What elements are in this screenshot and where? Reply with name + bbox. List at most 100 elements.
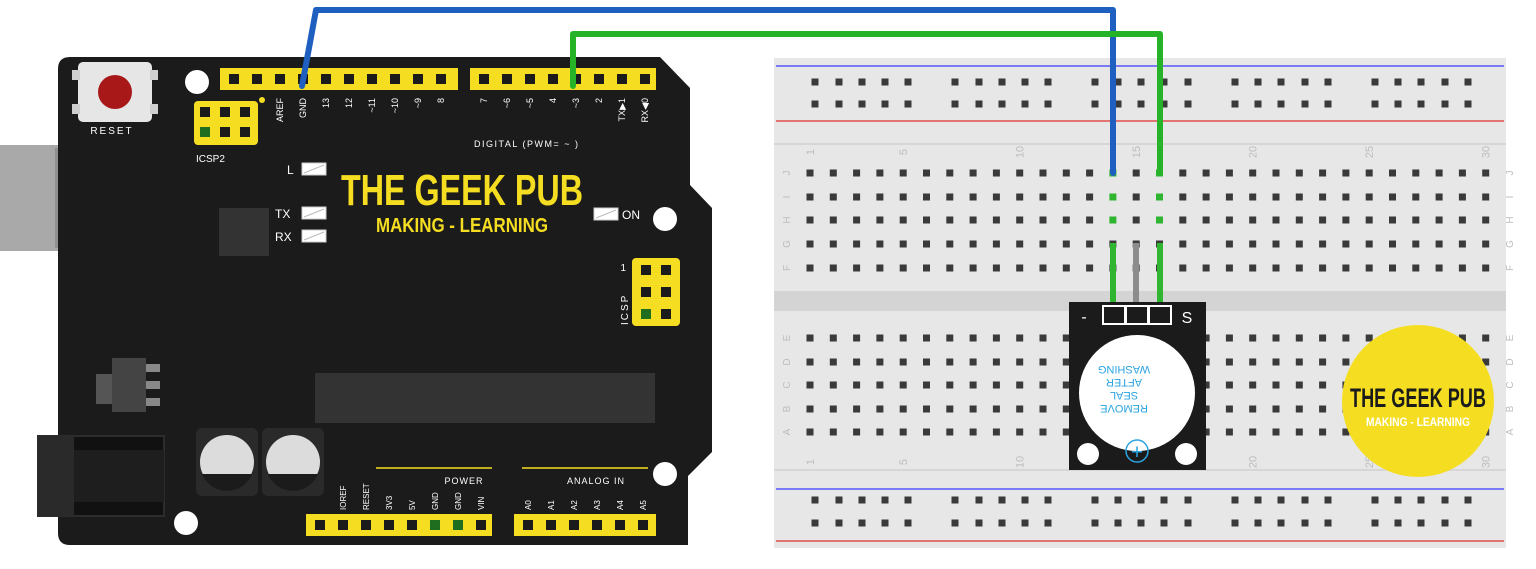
led-l-label: L [287, 163, 294, 177]
breadboard-hole [829, 193, 837, 201]
breadboard-hole [1225, 381, 1233, 389]
board-brand-title: THE GEEK PUB [341, 166, 583, 215]
breadboard-hole [806, 264, 814, 272]
row-letter: I [782, 196, 793, 199]
buzzer-header-pin [1127, 307, 1147, 323]
breadboard-hole [992, 428, 1000, 436]
breadboard-hole [1295, 405, 1303, 413]
breadboard-hole [881, 100, 889, 108]
power-pin-label: GND [454, 492, 463, 510]
breadboard-hole [969, 216, 977, 224]
breadboard-hole [1016, 240, 1024, 248]
breadboard-hole [899, 264, 907, 272]
breadboard-hole [1137, 100, 1145, 108]
header-hole [523, 520, 533, 530]
analog-pin-label: A0 [524, 500, 533, 510]
row-letter: D [1505, 358, 1516, 365]
breadboard-hole [1277, 78, 1285, 86]
breadboard-hole [1137, 519, 1145, 527]
buzzer-plus-icon [1125, 439, 1149, 463]
breadboard-hole [1301, 78, 1309, 86]
breadboard-hole [1412, 264, 1420, 272]
reset-button-cap[interactable] [98, 75, 132, 109]
usb-connector [0, 145, 62, 251]
breadboard-hole [1482, 216, 1490, 224]
breadboard-hole [1114, 100, 1122, 108]
breadboard-hole [899, 381, 907, 389]
breadboard-hole [1482, 358, 1490, 366]
breadboard-hole [858, 100, 866, 108]
breadboard-hole [1249, 334, 1257, 342]
breadboard-hole [835, 496, 843, 504]
breadboard-hole [1295, 193, 1303, 201]
breadboard-hole [992, 216, 1000, 224]
header-hole [641, 287, 651, 297]
breadboard-hole [1202, 358, 1210, 366]
voltage-regulator [96, 358, 160, 412]
breadboard-hole [1272, 428, 1280, 436]
breadboard-hole [1016, 405, 1024, 413]
breadboard-hole [1114, 78, 1122, 86]
led-l [301, 162, 327, 176]
header-hole [476, 520, 486, 530]
breadboard-hole [811, 78, 819, 86]
breadboard-hole [1319, 193, 1327, 201]
breadboard-hole [1272, 405, 1280, 413]
breadboard-hole [853, 193, 861, 201]
breadboard-hole [1231, 519, 1239, 527]
header-hole [390, 74, 400, 84]
header-hole [220, 107, 230, 117]
breadboard-hole [1086, 169, 1094, 177]
header-hole [436, 74, 446, 84]
breadboard-hole [1272, 381, 1280, 389]
breadboard-hole [1225, 405, 1233, 413]
breadboard-hole [992, 381, 1000, 389]
breadboard-hole [899, 240, 907, 248]
buzzer-module: - S REMOVE SEAL AFTER WASHING + [1069, 243, 1206, 470]
digital-pin-label: GND [298, 98, 308, 119]
row-letter: A [1505, 428, 1516, 435]
wire-gnd[interactable] [299, 7, 1116, 176]
breadboard-hole [1225, 216, 1233, 224]
breadboard-hole [806, 193, 814, 201]
header-hole [525, 74, 535, 84]
breadboard-hole [1342, 264, 1350, 272]
breadboard-hole [1039, 169, 1047, 177]
breadboard-hole [1225, 428, 1233, 436]
breadboard-hole [1394, 78, 1402, 86]
breadboard-hole [1272, 193, 1280, 201]
logo-title: THE GEEK PUB [1350, 383, 1486, 413]
digital-label: DIGITAL (PWM= ~ ) [474, 139, 580, 149]
breadboard-hole [1301, 519, 1309, 527]
breadboard-hole [1389, 264, 1396, 272]
breadboard-hole [1417, 100, 1425, 108]
led-on-label: ON [622, 208, 640, 222]
breadboard-hole [1272, 169, 1280, 177]
breadboard-hole [1202, 169, 1210, 177]
breadboard-hole [829, 428, 837, 436]
breadboard-hole [881, 496, 889, 504]
breadboard-hole [904, 78, 912, 86]
breadboard-hole [853, 264, 861, 272]
breadboard-hole [829, 381, 837, 389]
breadboard-hole [1039, 334, 1047, 342]
digital-pin-label: ~3 [571, 98, 581, 108]
breadboard-hole [946, 193, 954, 201]
breadboard-hole [876, 193, 884, 201]
row-letter: G [1505, 240, 1516, 248]
digital-pin-label: AREF [275, 98, 285, 123]
header-hole [640, 74, 650, 84]
wire-signal[interactable] [570, 31, 1163, 176]
breadboard-hole [1342, 428, 1350, 436]
breadboard-hole [1062, 216, 1070, 224]
breadboard-hole [1044, 78, 1052, 86]
breadboard-hole [1319, 169, 1327, 177]
buzzer-pin-minus-label: - [1081, 309, 1086, 326]
reset-label: RESET [90, 126, 133, 137]
breadboard-hole [1016, 334, 1024, 342]
analog-pin-label: A2 [570, 500, 579, 510]
breadboard-hole [1272, 240, 1280, 248]
breadboard-hole [1389, 169, 1396, 177]
breadboard-hole [1021, 519, 1029, 527]
power-pin-label: GND [431, 492, 440, 510]
